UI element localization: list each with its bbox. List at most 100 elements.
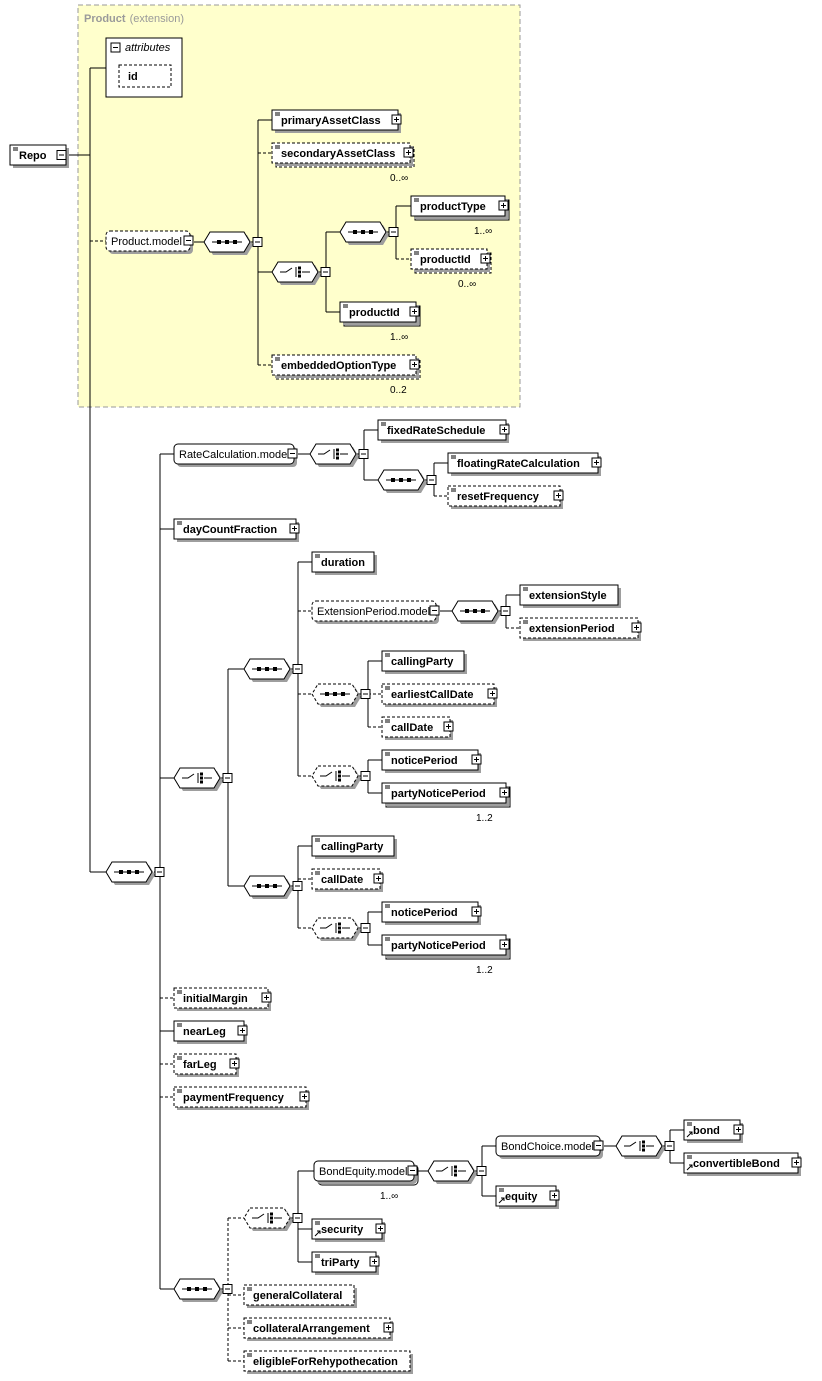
collapse-icon[interactable] xyxy=(500,606,511,616)
notice-period-2-element[interactable]: noticePeriod xyxy=(381,901,482,925)
expand-icon[interactable] xyxy=(480,253,491,264)
collapse-icon[interactable] xyxy=(56,150,67,160)
collapse-icon[interactable] xyxy=(292,1213,303,1223)
sequence-compositor[interactable] xyxy=(339,221,399,245)
expand-icon[interactable] xyxy=(391,114,402,125)
collapse-icon[interactable] xyxy=(360,923,371,933)
bond-element[interactable]: bond xyxy=(683,1119,744,1143)
embedded-option-type-element[interactable]: embeddedOptionType xyxy=(271,354,421,380)
party-notice-period-1-element[interactable]: partyNoticePeriod xyxy=(381,782,511,808)
floating-rate-calculation-element[interactable]: floatingRateCalculation xyxy=(447,452,602,476)
expand-icon[interactable] xyxy=(443,721,454,732)
product-id-element[interactable]: productId xyxy=(339,301,421,327)
sequence-compositor[interactable] xyxy=(243,658,303,682)
collapse-icon[interactable] xyxy=(407,1165,418,1176)
repo-element[interactable]: Repo xyxy=(9,144,69,168)
expand-icon[interactable] xyxy=(375,1223,386,1234)
calling-party-2-element[interactable]: callingParty xyxy=(311,835,397,859)
call-date-2-element[interactable]: callDate xyxy=(311,868,384,892)
collateral-arrangement-element[interactable]: collateralArrangement xyxy=(243,1317,394,1341)
collapse-icon[interactable] xyxy=(388,227,399,237)
collapse-icon[interactable] xyxy=(358,449,369,459)
collapse-icon[interactable] xyxy=(360,771,371,781)
equity-element[interactable]: equity xyxy=(495,1185,560,1209)
sequence-compositor[interactable] xyxy=(105,861,165,885)
sequence-compositor[interactable] xyxy=(311,683,371,707)
collapse-icon[interactable] xyxy=(154,867,165,877)
choice-compositor[interactable] xyxy=(427,1160,487,1184)
earliest-call-date-element[interactable]: earliestCallDate xyxy=(381,683,498,707)
initial-margin-element[interactable]: initialMargin xyxy=(173,987,272,1011)
expand-icon[interactable] xyxy=(373,873,384,884)
expand-icon[interactable] xyxy=(498,200,509,211)
expand-icon[interactable] xyxy=(549,1190,560,1201)
expand-icon[interactable] xyxy=(631,622,642,633)
sequence-compositor[interactable] xyxy=(203,231,263,255)
primary-asset-class-element[interactable]: primaryAssetClass xyxy=(271,109,402,133)
choice-compositor[interactable] xyxy=(615,1135,675,1159)
collapse-icon[interactable] xyxy=(222,773,233,783)
choice-compositor[interactable] xyxy=(173,767,233,791)
collapse-icon[interactable] xyxy=(426,475,437,485)
expand-icon[interactable] xyxy=(403,147,414,158)
choice-compositor[interactable] xyxy=(271,261,331,285)
convertible-bond-element[interactable]: convertibleBond xyxy=(683,1152,802,1176)
collapse-icon[interactable] xyxy=(287,448,298,459)
sequence-compositor[interactable] xyxy=(377,469,437,493)
expand-icon[interactable] xyxy=(229,1058,240,1069)
sequence-compositor[interactable] xyxy=(243,875,303,899)
expand-icon[interactable] xyxy=(499,787,510,798)
expand-icon[interactable] xyxy=(237,1025,248,1036)
eligible-for-rehypothecation-element[interactable]: eligibleForRehypothecation xyxy=(243,1350,413,1374)
collapse-icon[interactable] xyxy=(476,1166,487,1176)
product-model-group[interactable]: Product.model xyxy=(105,230,194,254)
expand-icon[interactable] xyxy=(487,688,498,699)
expand-icon[interactable] xyxy=(733,1124,744,1135)
collapse-icon[interactable] xyxy=(183,235,194,246)
call-date-1-element[interactable]: callDate xyxy=(381,716,454,740)
extension-period-model-group[interactable]: ExtensionPeriod.model xyxy=(311,600,440,624)
rate-calculation-model-group[interactable]: RateCalculation.model xyxy=(173,443,298,467)
collapse-icon[interactable] xyxy=(360,689,371,699)
choice-compositor[interactable] xyxy=(309,443,369,467)
collapse-icon[interactable] xyxy=(252,237,263,247)
payment-frequency-element[interactable]: paymentFrequency xyxy=(173,1086,310,1110)
expand-icon[interactable] xyxy=(553,490,564,501)
choice-compositor[interactable] xyxy=(311,917,371,941)
near-leg-element[interactable]: nearLeg xyxy=(173,1020,248,1044)
expand-icon[interactable] xyxy=(499,939,510,950)
bond-choice-model-group[interactable]: BondChoice.model xyxy=(495,1135,604,1159)
expand-icon[interactable] xyxy=(409,306,420,317)
extension-period-element[interactable]: extensionPeriod xyxy=(519,617,642,641)
reset-frequency-element[interactable]: resetFrequency xyxy=(447,485,564,509)
collapse-icon[interactable] xyxy=(320,267,331,277)
fixed-rate-schedule-element[interactable]: fixedRateSchedule xyxy=(377,419,510,443)
collapse-icon[interactable] xyxy=(429,605,440,616)
expand-icon[interactable] xyxy=(383,1322,394,1333)
collapse-icon[interactable] xyxy=(292,881,303,891)
sequence-compositor[interactable] xyxy=(451,600,511,624)
attributes-collapse-icon[interactable] xyxy=(110,42,121,53)
expand-icon[interactable] xyxy=(499,424,510,435)
security-element[interactable]: security xyxy=(311,1218,386,1242)
expand-icon[interactable] xyxy=(591,457,602,468)
duration-element[interactable]: duration xyxy=(311,551,377,575)
notice-period-1-element[interactable]: noticePeriod xyxy=(381,749,482,773)
general-collateral-element[interactable]: generalCollateral xyxy=(243,1284,357,1308)
sequence-compositor[interactable] xyxy=(173,1278,233,1302)
party-notice-period-2-element[interactable]: partyNoticePeriod xyxy=(381,934,511,960)
collapse-icon[interactable] xyxy=(292,664,303,674)
expand-icon[interactable] xyxy=(289,523,300,534)
expand-icon[interactable] xyxy=(369,1256,380,1267)
extension-style-element[interactable]: extensionStyle xyxy=(519,584,621,608)
expand-icon[interactable] xyxy=(471,906,482,917)
collapse-icon[interactable] xyxy=(222,1284,233,1294)
expand-icon[interactable] xyxy=(299,1091,310,1102)
choice-compositor[interactable] xyxy=(243,1207,303,1231)
expand-icon[interactable] xyxy=(791,1157,802,1168)
collapse-icon[interactable] xyxy=(664,1141,675,1151)
expand-icon[interactable] xyxy=(409,359,420,370)
choice-compositor[interactable] xyxy=(311,765,371,789)
product-type-element[interactable]: productType xyxy=(410,195,510,221)
collapse-icon[interactable] xyxy=(593,1140,604,1151)
